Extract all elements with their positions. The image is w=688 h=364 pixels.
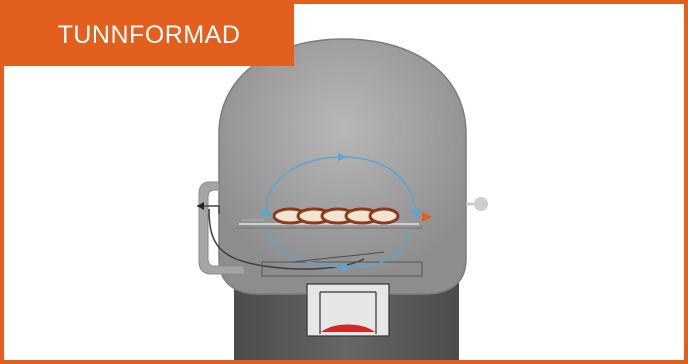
triangle-right-icon (422, 212, 432, 222)
airflow-arrow-icon (261, 153, 421, 271)
heating-element-icon (321, 324, 375, 332)
oven-diagram (197, 38, 488, 360)
arrow-left-icon (197, 202, 220, 214)
machine-dome (218, 38, 467, 295)
knob-icon (466, 197, 488, 211)
heater-housing (261, 261, 423, 337)
door-handle-icon (198, 181, 245, 275)
category-label-text: TUNNFORMAD (57, 20, 241, 49)
category-label: TUNNFORMAD (4, 4, 294, 66)
tray-line (293, 251, 385, 263)
food-links (272, 207, 400, 225)
